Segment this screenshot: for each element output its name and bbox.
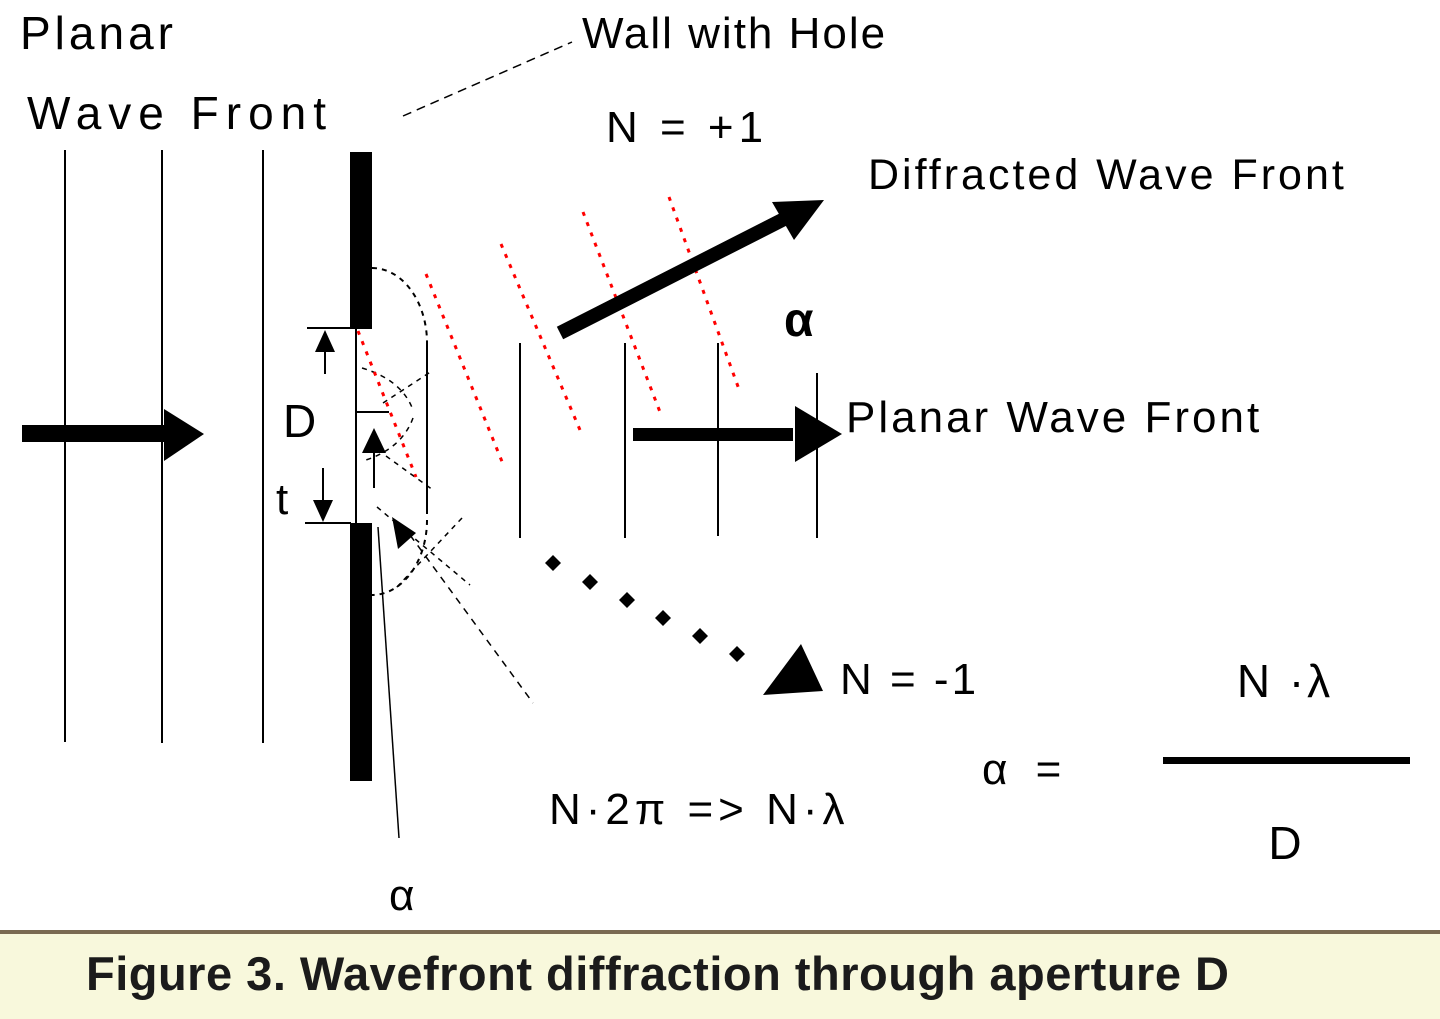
planar-wavefront-label-line2: Wave Front <box>27 87 334 139</box>
phase-relation-label: N·2π => N·λ <box>549 785 850 834</box>
diagram-artwork <box>22 41 842 839</box>
thickness-t-label: t <box>276 475 289 524</box>
planar-wavefront-lines-right <box>519 343 818 538</box>
figure-caption-band: Figure 3. Wavefront diffraction through … <box>0 930 1440 1019</box>
wall-with-hole-bars <box>350 152 372 781</box>
red-diffracted-wavefronts <box>356 196 742 478</box>
formula-numerator: N ·λ <box>1236 655 1334 707</box>
planar-wavefront-label-line1: Planar <box>20 7 177 59</box>
formula-fraction-bar <box>1163 757 1410 764</box>
alpha-symbol-bottom: α <box>389 871 415 920</box>
figure-caption: Figure 3. Wavefront diffraction through … <box>86 947 1230 1000</box>
planar-wave-front-right-label: Planar Wave Front <box>846 393 1263 442</box>
diffracted-arrow <box>556 200 824 340</box>
planar-arrow <box>633 406 842 462</box>
dotted-arrow <box>545 555 823 695</box>
dimension-t <box>305 468 351 524</box>
dimension-d <box>307 327 389 488</box>
alpha-leader-line <box>377 526 400 839</box>
aperture-d-label: D <box>283 395 317 447</box>
alpha-symbol-top: α <box>784 294 814 347</box>
phase-leader-arrow <box>392 517 534 704</box>
wall-with-hole-label: Wall with Hole <box>582 9 888 58</box>
planar-wavefront-lines-left <box>64 150 264 743</box>
n-minus-1-label: N = -1 <box>840 655 980 704</box>
n-plus-1-label: N = +1 <box>606 103 769 152</box>
formula-denominator: D <box>1268 817 1302 869</box>
diffracted-wave-front-label: Diffracted Wave Front <box>868 151 1347 199</box>
formula-lhs: α = <box>982 745 1070 794</box>
incident-arrow <box>22 409 204 461</box>
wall-label-leader-line <box>402 41 573 117</box>
